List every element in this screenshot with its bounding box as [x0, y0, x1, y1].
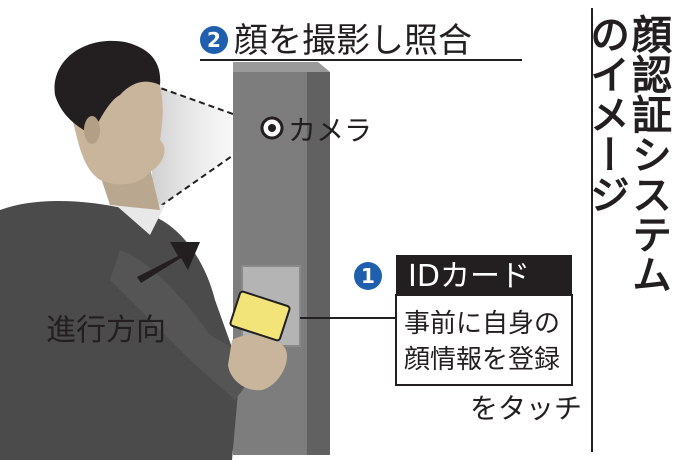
- camera-icon: [260, 116, 284, 140]
- step1-callout: 1 IDカード 事前に自身の 顔情報を登録 をタッチ: [354, 255, 582, 425]
- step1-body-line-2: 顔情報を登録: [404, 345, 560, 375]
- step2-callout: 2 顔を撮影し照合: [200, 21, 522, 61]
- step1-header-bar: [396, 255, 572, 295]
- step1-header: IDカード: [408, 259, 530, 294]
- camera-view-cone: [152, 85, 272, 212]
- camera-view-line-top: [151, 84, 273, 129]
- id-card: [229, 290, 291, 342]
- title: 顔認証システム のイメージ: [583, 14, 672, 294]
- step1-badge: [354, 262, 382, 290]
- step1-body-line-1: 事前に自身の: [404, 309, 560, 339]
- step2-badge: [200, 26, 228, 54]
- step2-number: 2: [207, 28, 221, 52]
- title-line-1: 顔認証システム: [625, 14, 672, 294]
- step1-number: 1: [361, 264, 375, 288]
- direction-label: 進行方向: [46, 313, 166, 348]
- person-figure: [0, 40, 288, 460]
- step2-label: 顔を撮影し照合: [234, 21, 472, 61]
- step1-body-box: [395, 294, 573, 386]
- step1-tail: をタッチ: [470, 392, 582, 425]
- direction-arrow: [137, 242, 200, 283]
- title-line-2: のイメージ: [583, 14, 629, 214]
- camera-label: カメラ: [288, 114, 372, 147]
